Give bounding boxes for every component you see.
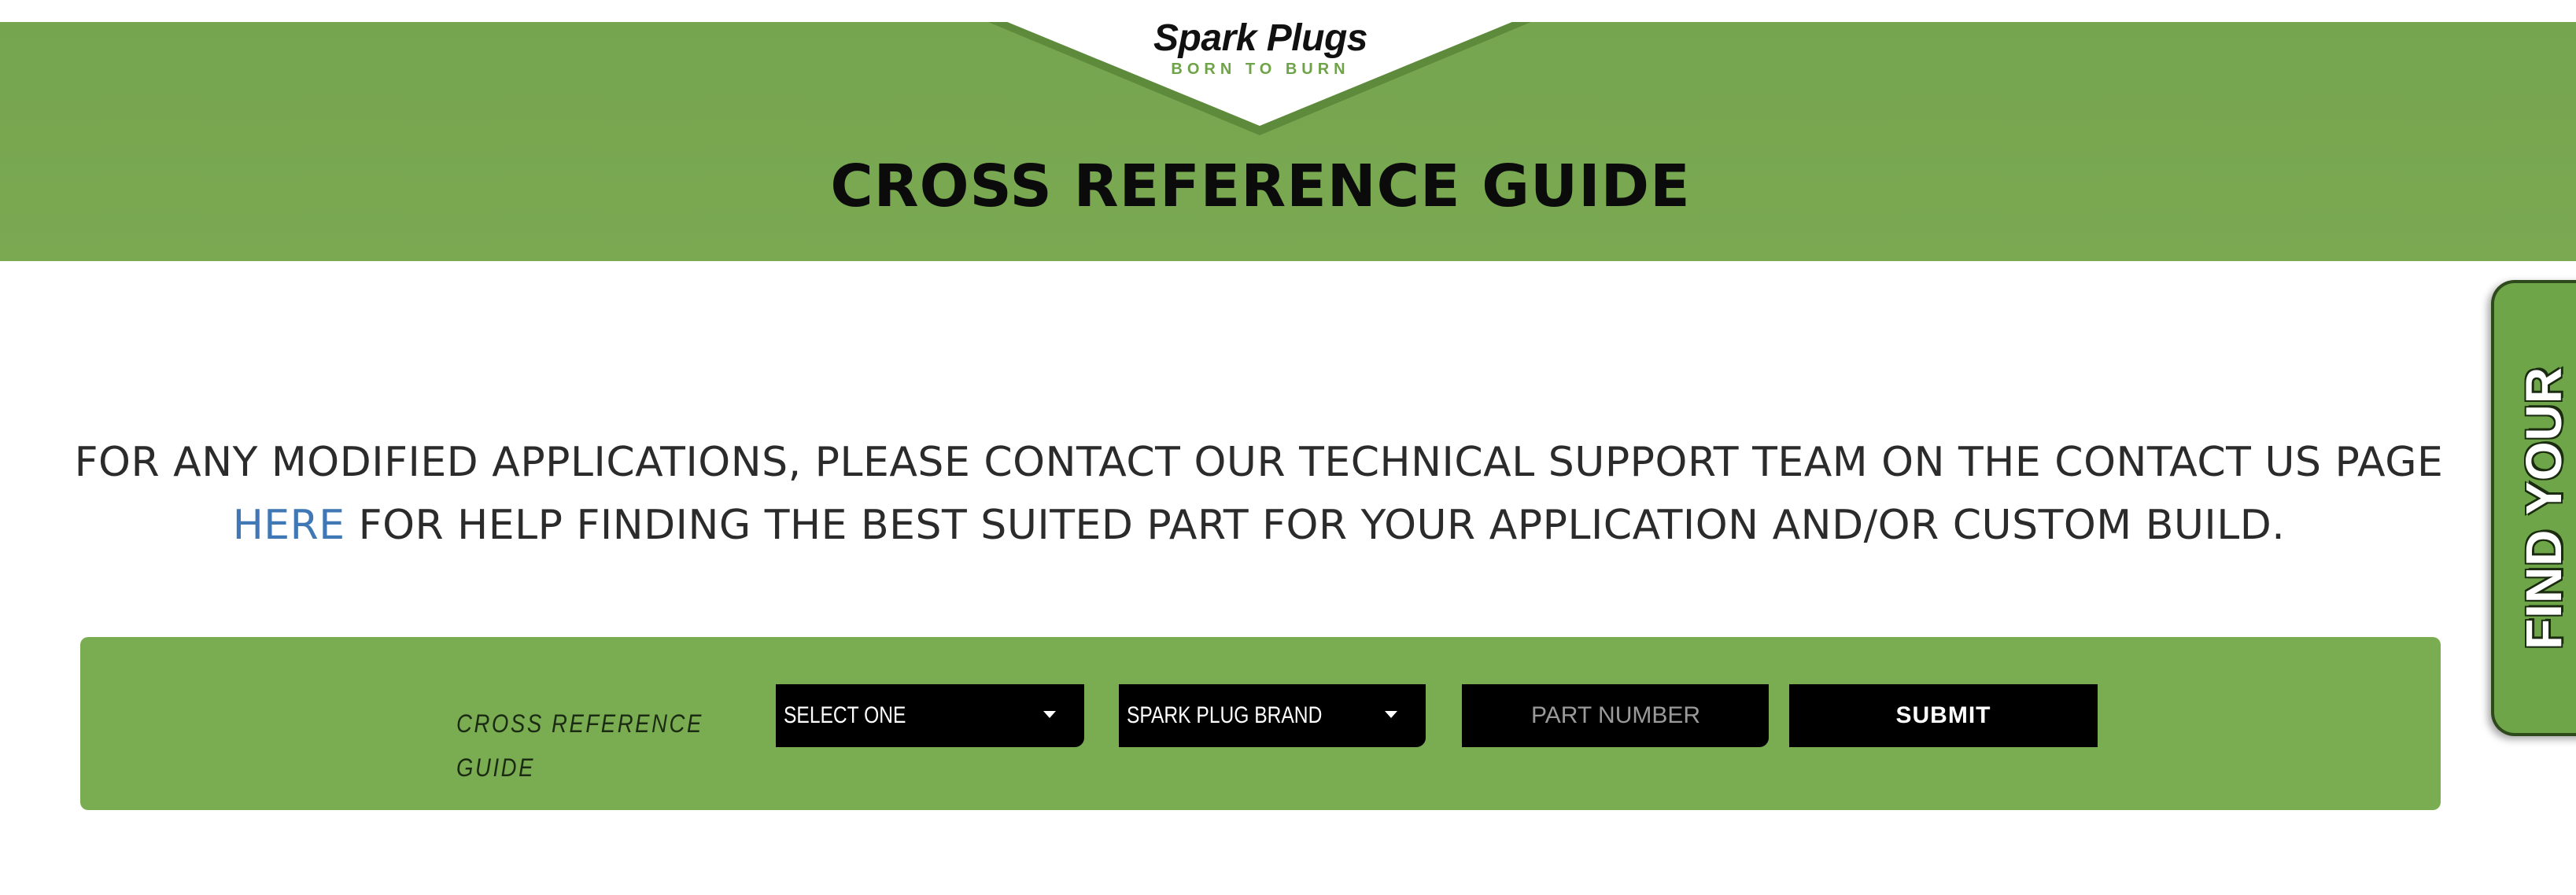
brand-select-value: SPARK PLUG BRAND [1127,702,1323,728]
cross-reference-form: CROSS REFERENCE GUIDE SELECT ONE SPARK P… [80,637,2441,810]
header-notch [988,14,1531,135]
find-your-part-tab[interactable]: FIND YOUR PART [2491,280,2576,736]
category-select-value: SELECT ONE [784,702,906,728]
form-label: CROSS REFERENCE GUIDE [456,709,703,782]
notice-text-start: FOR ANY MODIFIED APPLICATIONS, PLEASE CO… [74,439,2444,486]
category-select[interactable]: SELECT ONE [776,684,1084,747]
chevron-down-icon [1043,711,1056,718]
support-notice: FOR ANY MODIFIED APPLICATIONS, PLEASE CO… [71,431,2447,557]
submit-button[interactable]: SUBMIT [1789,684,2098,747]
brand-select[interactable]: SPARK PLUG BRAND [1119,684,1426,747]
brand-tagline: BORN TO BURN [1171,61,1350,78]
part-number-input[interactable] [1462,684,1769,747]
contact-here-link[interactable]: HERE [232,502,345,549]
brand-name: Spark Plugs [1153,17,1367,59]
chevron-down-icon [1385,711,1397,718]
notice-text-end: FOR HELP FINDING THE BEST SUITED PART FO… [345,502,2286,549]
find-your-part-label: FIND YOUR PART [2515,366,2572,650]
brand-logo[interactable]: Spark Plugs BORN TO BURN [1102,17,1419,82]
page-title: CROSS REFERENCE GUIDE [830,153,1691,220]
